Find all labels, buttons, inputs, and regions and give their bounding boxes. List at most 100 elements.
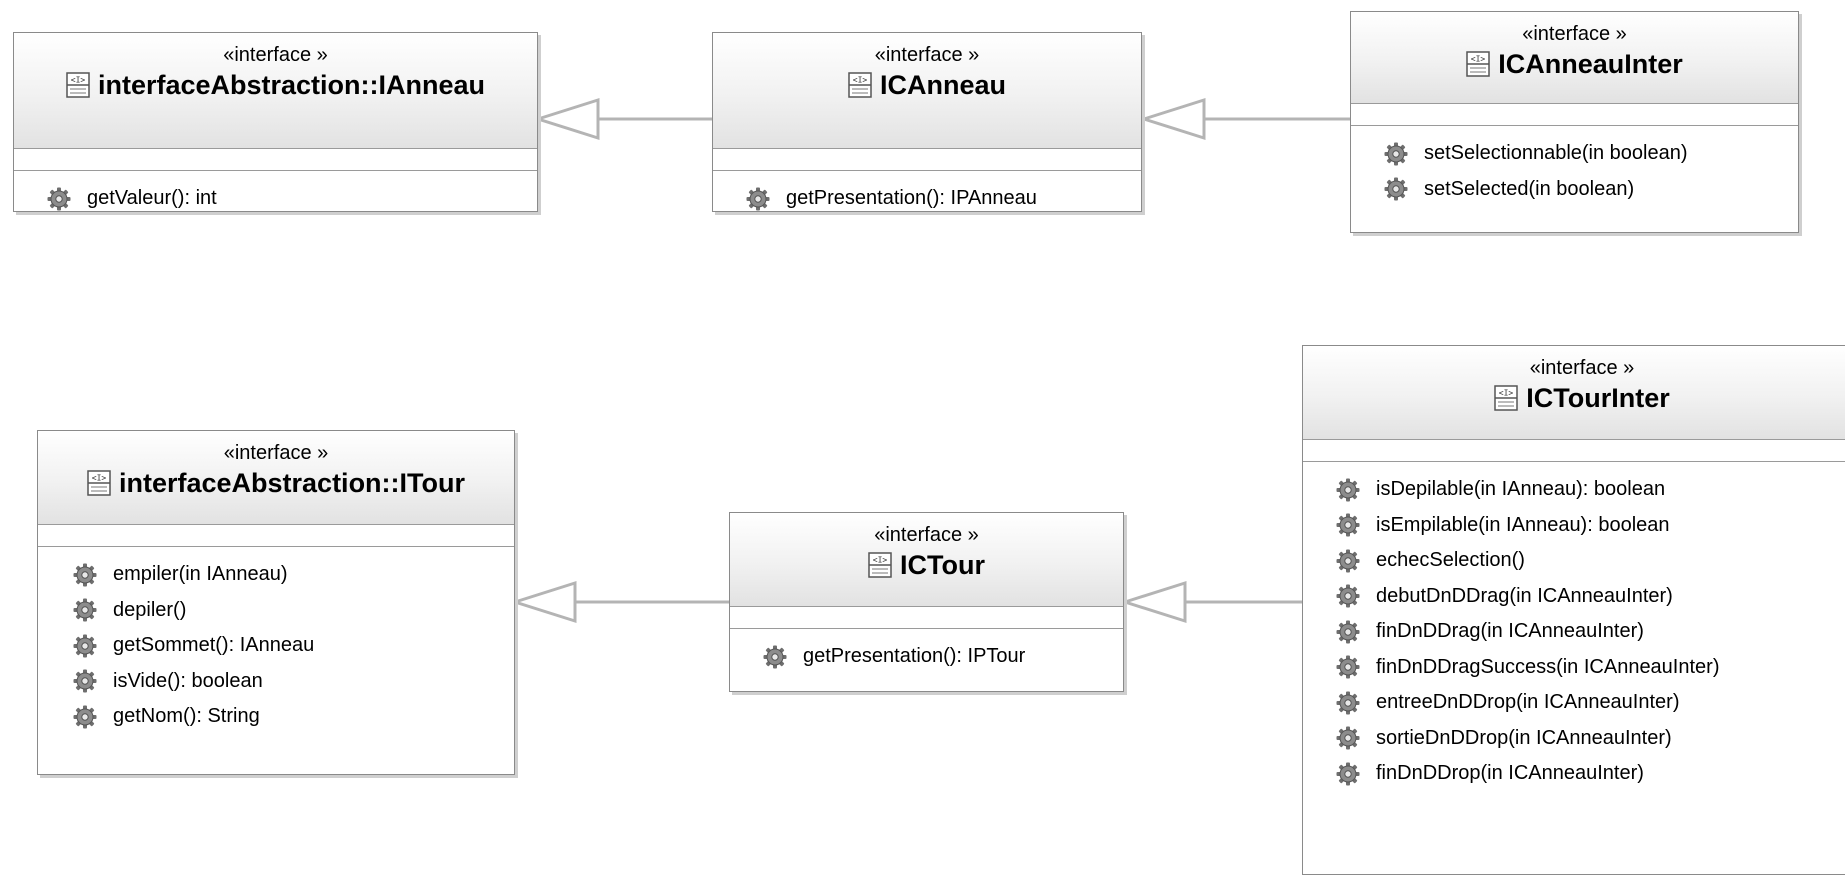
svg-text:<I>: <I> bbox=[873, 556, 888, 565]
operation-item[interactable]: debutDnDDrag(in ICAnneauInter) bbox=[1336, 579, 1845, 615]
svg-text:<I>: <I> bbox=[1471, 55, 1486, 64]
operation-item[interactable]: finDnDDrop(in ICAnneauInter) bbox=[1336, 756, 1845, 792]
stereotype-label: «interface » bbox=[223, 44, 328, 66]
interface-name: ICTour bbox=[900, 550, 985, 580]
operation-item[interactable]: getPresentation(): IPTour bbox=[763, 639, 1123, 675]
attribute-compartment bbox=[14, 149, 537, 171]
interface-icon: <I> bbox=[868, 552, 892, 578]
gear-icon bbox=[73, 634, 97, 658]
interface-name: ICAnneauInter bbox=[1498, 49, 1683, 79]
interface-icon: <I> bbox=[87, 470, 111, 496]
gear-icon bbox=[1384, 177, 1408, 201]
operation-signature: getNom(): String bbox=[113, 705, 260, 728]
interface-name: interfaceAbstraction::ITour bbox=[118, 468, 466, 498]
operation-compartment: getPresentation(): IPAnneau bbox=[713, 171, 1141, 217]
operation-signature: debutDnDDrag(in ICAnneauInter) bbox=[1376, 584, 1673, 607]
interface-icon: <I> bbox=[1466, 51, 1490, 77]
operation-item[interactable]: isDepilable(in IAnneau): boolean bbox=[1336, 472, 1845, 508]
operation-item[interactable]: getNom(): String bbox=[73, 699, 514, 735]
gear-icon bbox=[1336, 726, 1360, 750]
operation-item[interactable]: empiler(in IAnneau) bbox=[73, 557, 514, 593]
interface-header: «interface » <I> ICTour bbox=[730, 513, 1123, 607]
operation-item[interactable]: getSommet(): IAnneau bbox=[73, 628, 514, 664]
operation-compartment: getPresentation(): IPTour bbox=[730, 629, 1123, 675]
interface-box-icanneau[interactable]: «interface »<I>ICAnneau getPresentation(… bbox=[712, 32, 1142, 212]
interface-header: «interface »<I>ICAnneauInter bbox=[1351, 12, 1798, 104]
operation-signature: getPresentation(): IPTour bbox=[803, 645, 1026, 668]
interface-box-ictour[interactable]: «interface » <I> ICTour getPresentation():… bbox=[729, 512, 1124, 692]
operation-signature: depiler() bbox=[113, 598, 187, 621]
operation-signature: finDnDDrop(in ICAnneauInter) bbox=[1376, 762, 1644, 785]
gear-icon bbox=[763, 645, 787, 669]
operation-signature: echecSelection() bbox=[1376, 549, 1525, 572]
operation-signature: isEmpilable(in IAnneau): boolean bbox=[1376, 513, 1670, 536]
operation-item[interactable]: getPresentation(): IPAnneau bbox=[746, 181, 1141, 217]
gear-icon bbox=[1336, 513, 1360, 537]
interface-box-ictourinter[interactable]: «interface » <I>ICTourInter isDepilable(i… bbox=[1302, 345, 1845, 875]
interface-title-row: <I> interfaceAbstraction::IAnneau bbox=[14, 69, 537, 101]
interface-title-row: <I> interfaceAbstraction::ITour bbox=[38, 467, 514, 499]
svg-text:<I>: <I> bbox=[853, 76, 868, 85]
generalization-connectors bbox=[510, 97, 1350, 624]
interface-header: «interface »<I> interfaceAbstraction::IAn… bbox=[14, 33, 537, 149]
gear-icon bbox=[1336, 655, 1360, 679]
svg-text:<I>: <I> bbox=[71, 76, 86, 85]
interface-icon: <I> bbox=[848, 72, 872, 98]
interface-name: ICTourInter bbox=[1526, 383, 1670, 413]
interface-title-row: <I>ICAnneau bbox=[713, 69, 1141, 101]
operation-signature: getSommet(): IAnneau bbox=[113, 634, 315, 657]
gear-icon bbox=[1336, 620, 1360, 644]
operation-signature: finDnDDrag(in ICAnneauInter) bbox=[1376, 620, 1644, 643]
operation-item[interactable]: entreeDnDDrop(in ICAnneauInter) bbox=[1336, 685, 1845, 721]
operation-compartment: isDepilable(in IAnneau): boolean isEmpila… bbox=[1303, 462, 1845, 792]
generalization-icanneau-to-ianneau bbox=[533, 97, 712, 141]
interface-header: «interface »<I> interfaceAbstraction::ITo… bbox=[38, 431, 514, 525]
operation-compartment: empiler(in IAnneau) depiler() getSommet():… bbox=[38, 547, 514, 735]
operation-item[interactable]: setSelected(in boolean) bbox=[1384, 172, 1798, 208]
gear-icon bbox=[1336, 478, 1360, 502]
gear-icon bbox=[73, 563, 97, 587]
operation-signature: isVide(): boolean bbox=[113, 669, 263, 692]
attribute-compartment bbox=[1303, 440, 1845, 462]
operation-item[interactable]: sortieDnDDrop(in ICAnneauInter) bbox=[1336, 721, 1845, 757]
stereotype-label: «interface » bbox=[1529, 357, 1635, 379]
gear-icon bbox=[1336, 762, 1360, 786]
gear-icon bbox=[73, 705, 97, 729]
stereotype-label: «interface » bbox=[223, 442, 329, 464]
interface-header: «interface »<I>ICAnneau bbox=[713, 33, 1141, 149]
operation-signature: getPresentation(): IPAnneau bbox=[786, 187, 1037, 210]
attribute-compartment bbox=[38, 525, 514, 547]
operation-signature: entreeDnDDrop(in ICAnneauInter) bbox=[1376, 691, 1680, 714]
gear-icon bbox=[47, 187, 71, 211]
operation-signature: setSelected(in boolean) bbox=[1424, 177, 1635, 200]
interface-icon: <I> bbox=[66, 72, 90, 98]
interface-box-itour[interactable]: «interface »<I> interfaceAbstraction::ITo… bbox=[37, 430, 515, 775]
generalization-ictourinter-to-ictour bbox=[1120, 580, 1302, 624]
interface-title-row: <I> ICAnneauInter bbox=[1351, 48, 1798, 80]
operation-item[interactable]: echecSelection() bbox=[1336, 543, 1845, 579]
attribute-compartment bbox=[730, 607, 1123, 629]
operation-item[interactable]: finDnDDrag(in ICAnneauInter) bbox=[1336, 614, 1845, 650]
interface-header: «interface » <I>ICTourInter bbox=[1303, 346, 1845, 440]
stereotype-label: «interface » bbox=[874, 524, 979, 546]
operation-item[interactable]: isEmpilable(in IAnneau): boolean bbox=[1336, 508, 1845, 544]
operation-item[interactable]: depiler() bbox=[73, 593, 514, 629]
operation-signature: isDepilable(in IAnneau): boolean bbox=[1376, 478, 1666, 501]
operation-item[interactable]: finDnDDragSuccess(in ICAnneauInter) bbox=[1336, 650, 1845, 686]
operation-item[interactable]: isVide(): boolean bbox=[73, 664, 514, 700]
interface-box-ianneau[interactable]: «interface »<I> interfaceAbstraction::IAn… bbox=[13, 32, 538, 212]
operation-signature: getValeur(): int bbox=[87, 187, 217, 210]
gear-icon bbox=[1336, 691, 1360, 715]
interface-box-icanneauinter[interactable]: «interface »<I>ICAnneauInter setSelectio… bbox=[1350, 11, 1799, 233]
operation-signature: empiler(in IAnneau) bbox=[113, 563, 288, 586]
interface-title-row: <I>ICTourInter bbox=[1303, 382, 1845, 414]
operation-item[interactable]: setSelectionnable(in boolean) bbox=[1384, 136, 1798, 172]
operation-signature: finDnDDragSuccess(in ICAnneauInter) bbox=[1376, 655, 1720, 678]
gear-icon bbox=[1336, 584, 1360, 608]
svg-text:<I>: <I> bbox=[92, 474, 107, 483]
operation-item[interactable]: getValeur(): int bbox=[47, 181, 537, 217]
operation-signature: sortieDnDDrop(in ICAnneauInter) bbox=[1376, 726, 1672, 749]
gear-icon bbox=[1336, 549, 1360, 573]
operation-compartment: setSelectionnable(in boolean) setSelected… bbox=[1351, 126, 1798, 207]
interface-name: interfaceAbstraction::IAnneau bbox=[97, 70, 486, 100]
